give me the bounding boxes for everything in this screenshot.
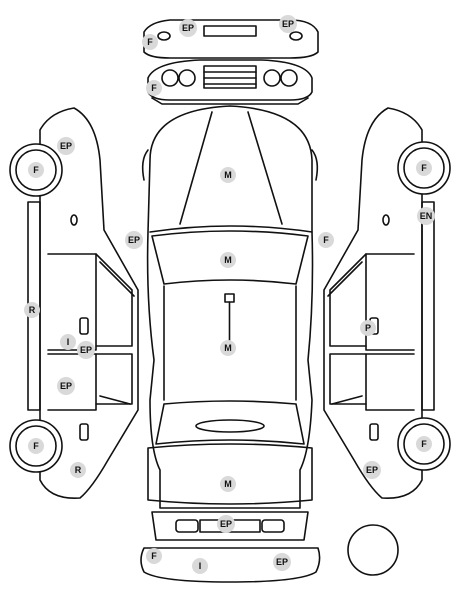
hood-panel[interactable] <box>149 111 313 233</box>
badge-label: F <box>151 551 157 561</box>
right-side-body <box>323 107 435 499</box>
badge-circle <box>363 461 381 479</box>
badge-label: EP <box>80 345 92 355</box>
badge-rear-bumper-ep[interactable]: EP <box>273 553 291 571</box>
badge-roof-m[interactable]: M <box>220 340 236 356</box>
badge-left-rear-quarter-r[interactable]: R <box>70 462 86 478</box>
badge-label: R <box>29 305 36 315</box>
car-body-top-view <box>141 105 319 509</box>
badge-circle <box>217 515 235 533</box>
left-side-body <box>27 107 139 499</box>
badge-circle <box>318 232 334 248</box>
badge-label: M <box>224 255 232 265</box>
badge-left-front-wheel-f[interactable]: F <box>28 162 44 178</box>
badge-circle <box>220 252 236 268</box>
badge-label: M <box>224 170 232 180</box>
badge-rear-bumper-f[interactable]: F <box>146 548 162 564</box>
badge-windshield-m[interactable]: M <box>220 252 236 268</box>
badge-label: EP <box>60 141 72 151</box>
badge-left-front-door-i[interactable]: I <box>60 334 76 350</box>
badge-label: EP <box>182 23 194 33</box>
front-grille[interactable] <box>147 59 313 105</box>
badge-circle <box>125 231 143 249</box>
badge-front-bumper-f[interactable]: F <box>142 34 158 50</box>
badge-circle <box>60 334 76 350</box>
badge-label: F <box>421 439 427 449</box>
badge-label: P <box>365 323 371 333</box>
badge-right-front-door-p[interactable]: P <box>360 320 376 336</box>
trunk-panel[interactable] <box>147 443 313 505</box>
badge-label: EN <box>420 211 433 221</box>
badge-label: EP <box>276 557 288 567</box>
badge-circle <box>417 207 435 225</box>
badge-circle <box>192 558 208 574</box>
badge-left-front-door-ep[interactable]: EP <box>77 341 95 359</box>
badge-circle <box>28 438 44 454</box>
badge-circle <box>360 320 376 336</box>
badge-front-bumper-ep-right[interactable]: EP <box>279 15 297 33</box>
badge-label: EP <box>366 465 378 475</box>
badge-label: M <box>224 479 232 489</box>
badge-label: I <box>67 337 70 347</box>
badge-circle <box>220 340 236 356</box>
badge-label: EP <box>220 519 232 529</box>
badge-right-mirror-f[interactable]: F <box>318 232 334 248</box>
badge-right-front-wheel-f[interactable]: F <box>416 160 432 176</box>
badge-left-front-fender-ep[interactable]: EP <box>57 137 75 155</box>
badge-hood-m[interactable]: M <box>220 167 236 183</box>
badge-circle <box>70 462 86 478</box>
badge-circle <box>57 137 75 155</box>
badge-label: F <box>33 441 39 451</box>
badge-circle <box>142 34 158 50</box>
badge-circle <box>77 341 95 359</box>
badge-circle <box>146 80 162 96</box>
badge-label: F <box>421 163 427 173</box>
badge-circle <box>24 302 40 318</box>
badge-circle <box>220 167 236 183</box>
badge-circle <box>279 15 297 33</box>
front-bumper[interactable] <box>143 19 319 59</box>
badge-left-rear-door-ep[interactable]: EP <box>57 377 75 395</box>
badge-circle <box>179 19 197 37</box>
badge-label: F <box>33 165 39 175</box>
badge-label: R <box>75 465 82 475</box>
badge-left-sill-r[interactable]: R <box>24 302 40 318</box>
badge-left-mirror-ep[interactable]: EP <box>125 231 143 249</box>
badge-label: EP <box>282 19 294 29</box>
badge-circle <box>220 476 236 492</box>
badge-front-bumper-ep-left[interactable]: EP <box>179 19 197 37</box>
badge-label: F <box>151 83 157 93</box>
rear-window-panel[interactable] <box>155 400 305 445</box>
badge-label: F <box>323 235 329 245</box>
badge-label: EP <box>60 381 72 391</box>
damage-badges: F EP EP F M M M M EP F F EP R I EP EP F R F EN P F EP EP F I EP <box>24 15 435 574</box>
spare-tire[interactable] <box>347 524 399 576</box>
badge-circle <box>416 160 432 176</box>
badge-circle <box>273 553 291 571</box>
badge-right-front-fender-en[interactable]: EN <box>417 207 435 225</box>
badge-label: EP <box>128 235 140 245</box>
badge-circle <box>416 436 432 452</box>
badge-left-rear-wheel-f[interactable]: F <box>28 438 44 454</box>
badge-right-rear-quarter-ep[interactable]: EP <box>363 461 381 479</box>
roof-panel[interactable] <box>163 285 297 401</box>
badge-label: M <box>224 343 232 353</box>
rear-bumper[interactable] <box>140 547 321 583</box>
badge-label: I <box>199 561 202 571</box>
badge-rear-bumper-i[interactable]: I <box>192 558 208 574</box>
badge-circle <box>57 377 75 395</box>
badge-circle <box>28 162 44 178</box>
badge-label: F <box>147 37 153 47</box>
badge-rear-panel-ep[interactable]: EP <box>217 515 235 533</box>
badge-trunk-m[interactable]: M <box>220 476 236 492</box>
badge-right-rear-wheel-f[interactable]: F <box>416 436 432 452</box>
badge-circle <box>146 548 162 564</box>
badge-front-grille-f[interactable]: F <box>146 80 162 96</box>
